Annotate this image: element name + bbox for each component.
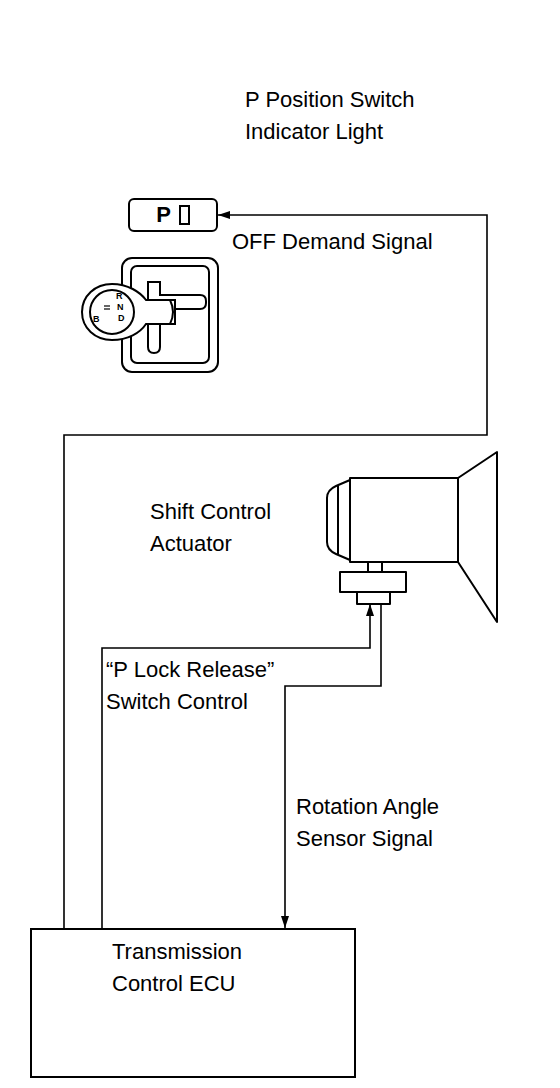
- indicator-lamp: [179, 205, 190, 225]
- signal-line: [285, 604, 381, 928]
- switch-letter: P: [156, 202, 171, 228]
- shift-control-actuator: Shift Control Actuator: [145, 450, 500, 604]
- signal-label: Rotation Angle Sensor Signal: [296, 791, 486, 855]
- part-name: P Position Switch Indicator Light: [245, 84, 485, 148]
- signal-line: [64, 215, 487, 928]
- ecu-label: Transmission Control ECU: [112, 936, 312, 1000]
- signal-label: “P Lock Release” Switch Control: [106, 654, 278, 718]
- shift-position-letter: B: [93, 314, 100, 325]
- shift-position-letter: R: [116, 291, 123, 302]
- shift-position-letter: D: [118, 313, 125, 324]
- signal-line: [102, 604, 370, 928]
- actuator-label: Shift Control Actuator: [150, 496, 320, 560]
- signal-label: OFF Demand Signal: [232, 226, 433, 258]
- shift-position-letter: N: [117, 302, 124, 313]
- p-switch-indicator: P: [128, 198, 218, 232]
- transmission-control-ecu: Transmission Control ECU: [30, 928, 356, 1078]
